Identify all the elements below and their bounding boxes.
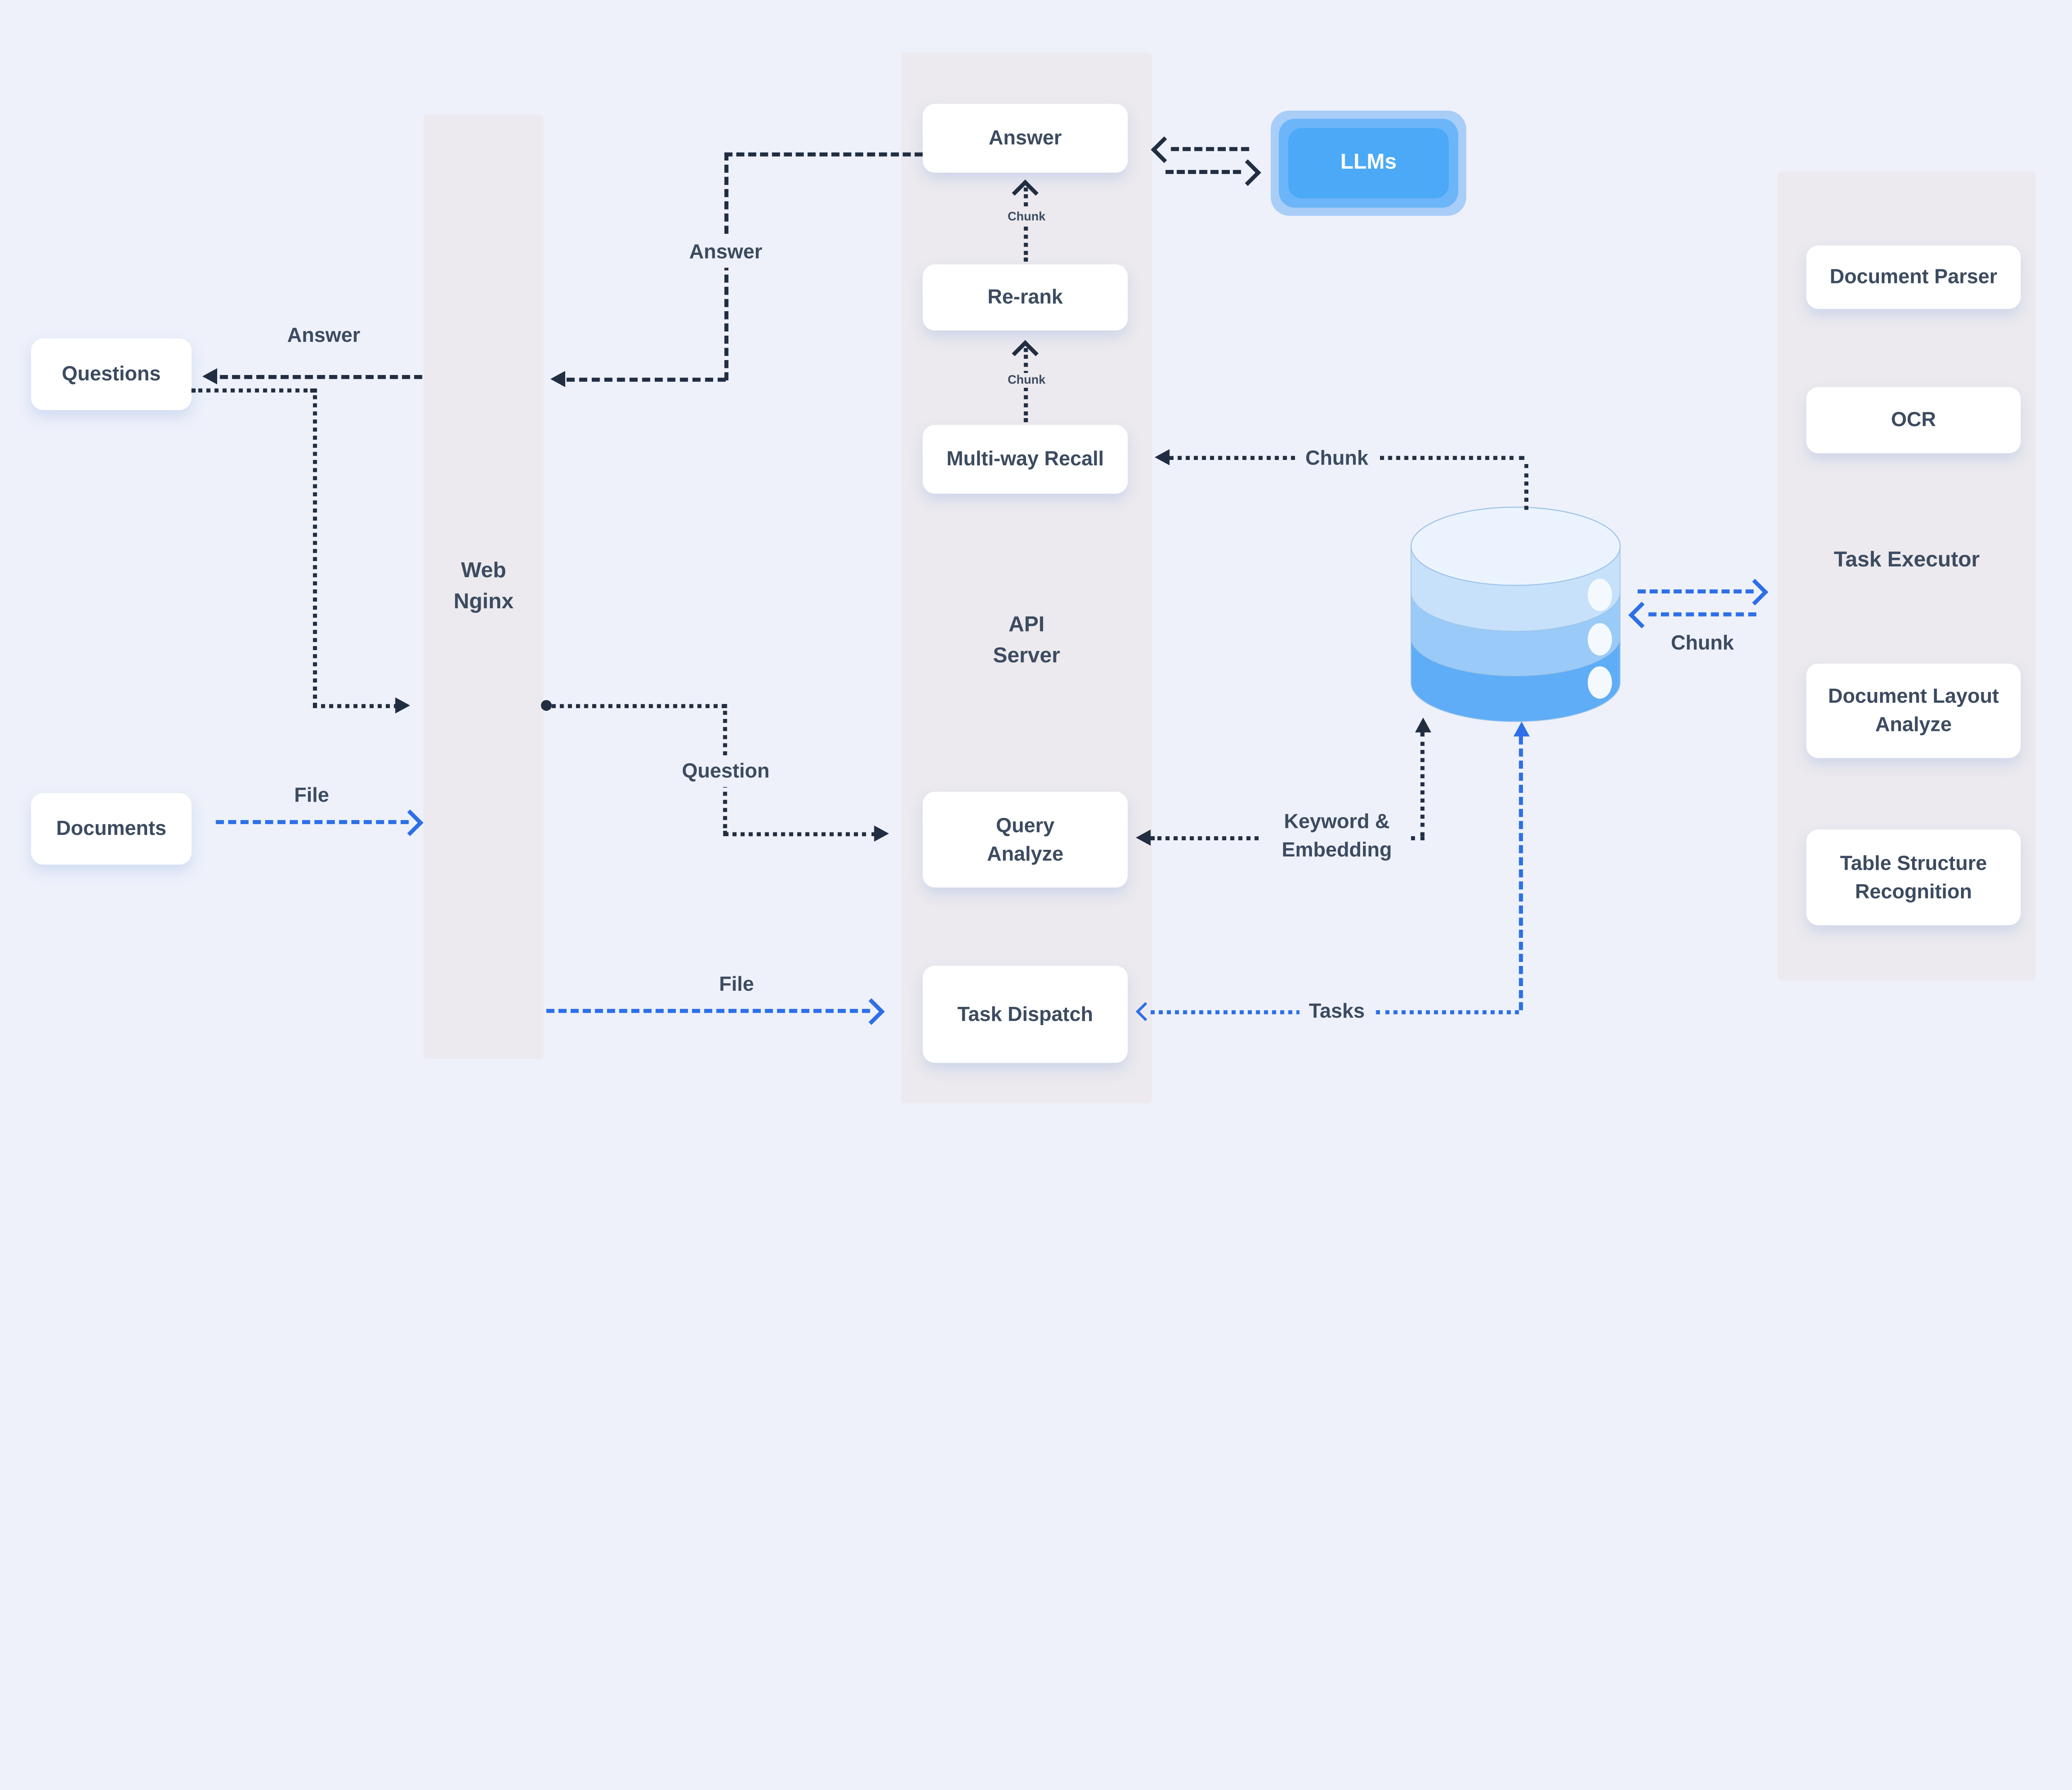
answer-node: Answer <box>922 104 1128 173</box>
answer-to-questions-arrow-line <box>220 375 422 379</box>
tasks-line-v <box>1519 736 1523 1011</box>
llms-to-answer-arrowhead-icon <box>1151 136 1178 163</box>
file-upload-line <box>215 820 409 824</box>
chunk-executor-out-line <box>1637 589 1754 594</box>
query-analyze-node: Query Analyze <box>922 791 1128 888</box>
file-upload-edge-label: File <box>294 784 329 808</box>
answer-return-line-h2 <box>566 377 726 382</box>
web-nginx-title-line1: Web <box>461 559 506 583</box>
llms-label: LLMs <box>1340 151 1397 174</box>
keyword-embedding-line-h2 <box>1411 836 1425 840</box>
question-arrowhead-icon <box>874 825 889 842</box>
chunk-executor-in-arrowhead-icon <box>1628 602 1655 629</box>
api-server-title: API Server <box>901 610 1152 672</box>
table-structure-recognition-node: Table Structure Recognition <box>1806 829 2021 926</box>
answer-to-questions-edge-label: Answer <box>287 324 361 348</box>
task-dispatch-label: Task Dispatch <box>957 1003 1093 1026</box>
database-light-dot-1 <box>1588 578 1612 611</box>
chunk-db-recall-line-v <box>1524 464 1529 510</box>
rerank-label: Re-rank <box>988 286 1063 309</box>
chunk-db-recall-arrowhead-icon <box>1155 449 1170 466</box>
web-nginx-panel <box>424 114 544 1059</box>
keyword-embedding-edge-label: Keyword & Embedding <box>1272 806 1402 866</box>
tasks-line-h1 <box>1150 1010 1301 1014</box>
tasks-up-arrowhead-icon <box>1513 721 1530 737</box>
question-line-h1 <box>552 704 726 708</box>
document-layout-analyze-node: Document Layout Analyze <box>1806 663 2021 758</box>
answer-return-edge-label: Answer <box>680 237 772 268</box>
chunk-executor-edge-label: Chunk <box>1671 632 1734 655</box>
answer-to-llms-arrow-line <box>1165 170 1241 174</box>
answer-return-line-h1 <box>724 152 923 157</box>
chunk-executor-out-arrowhead-icon <box>1741 578 1769 606</box>
answer-label: Answer <box>988 126 1062 150</box>
keyword-embedding-line-h1 <box>1150 836 1259 840</box>
task-executor-title-text: Task Executor <box>1834 549 1980 572</box>
chunk-rerank-answer-edge-label: Chunk <box>1001 210 1053 225</box>
chunk-executor-in-line <box>1648 612 1757 617</box>
documents-label: Documents <box>56 817 167 840</box>
file-dispatch-arrowhead-icon <box>858 998 885 1025</box>
query-analyze-label-line1: Query <box>996 814 1055 837</box>
task-executor-title: Task Executor <box>1778 545 2036 576</box>
keyword-embedding-edge-label-line2: Embedding <box>1281 839 1392 862</box>
llms-node-middle-layer: LLMs <box>1278 119 1458 208</box>
file-upload-arrowhead-icon <box>397 809 424 836</box>
web-nginx-title-line2: Nginx <box>453 590 514 614</box>
llms-to-answer-arrow-line <box>1171 147 1249 151</box>
multiway-recall-node: Multi-way Recall <box>922 425 1128 494</box>
questions-label: Questions <box>62 363 161 386</box>
question-line-start-dot-icon <box>541 700 552 711</box>
database-top-ellipse <box>1410 506 1621 586</box>
questions-node: Questions <box>31 339 192 410</box>
rerank-node: Re-rank <box>922 264 1128 331</box>
table-structure-recognition-label-line2: Recognition <box>1855 880 1972 903</box>
document-parser-label: Document Parser <box>1830 266 1997 289</box>
api-server-title-line1: API <box>1008 614 1045 637</box>
architecture-diagram: Web Nginx API Server Task Executor Quest… <box>31 52 2036 1103</box>
ocr-label: OCR <box>1891 409 1936 432</box>
database-icon <box>1410 506 1621 722</box>
chunk-recall-rerank-edge-label: Chunk <box>1001 373 1053 388</box>
multiway-recall-label: Multi-way Recall <box>946 448 1104 471</box>
api-server-title-line2: Server <box>993 644 1060 668</box>
questions-out-line-v <box>313 388 317 707</box>
table-structure-recognition-label-line1: Table Structure <box>1840 851 1987 875</box>
question-line-h2 <box>723 832 877 837</box>
document-layout-analyze-label-line1: Document Layout <box>1828 685 1999 708</box>
answer-return-arrowhead-icon <box>550 371 565 387</box>
file-dispatch-edge-label: File <box>719 973 754 996</box>
database-light-dot-2 <box>1588 623 1612 656</box>
chunk-db-recall-edge-label: Chunk <box>1296 443 1378 474</box>
question-edge-label: Question <box>672 756 779 787</box>
questions-out-line-h2 <box>313 704 398 708</box>
answer-to-llms-arrowhead-icon <box>1234 159 1261 186</box>
answer-to-questions-arrowhead-icon <box>202 368 218 385</box>
query-analyze-label-line2: Analyze <box>987 842 1064 866</box>
keyword-embedding-line-v <box>1420 732 1425 837</box>
web-nginx-title: Web Nginx <box>424 556 544 618</box>
llms-node: LLMs <box>1271 110 1467 216</box>
keyword-embedding-left-arrowhead-icon <box>1135 829 1151 846</box>
tasks-edge-label: Tasks <box>1299 996 1375 1027</box>
file-dispatch-line <box>546 1009 870 1013</box>
document-parser-node: Document Parser <box>1806 245 2021 309</box>
tasks-line-h2 <box>1376 1010 1519 1014</box>
keyword-embedding-edge-label-line1: Keyword & <box>1284 810 1390 834</box>
documents-node: Documents <box>31 793 192 865</box>
database-light-dot-3 <box>1588 666 1612 699</box>
ocr-node: OCR <box>1806 387 2021 453</box>
keyword-embedding-up-arrowhead-icon <box>1415 717 1431 733</box>
task-dispatch-node: Task Dispatch <box>922 965 1128 1063</box>
questions-out-arrowhead-icon <box>395 697 410 714</box>
questions-out-line-h1 <box>191 388 315 393</box>
document-layout-analyze-label-line2: Analyze <box>1875 714 1952 737</box>
llms-node-inner-layer: LLMs <box>1288 128 1449 198</box>
